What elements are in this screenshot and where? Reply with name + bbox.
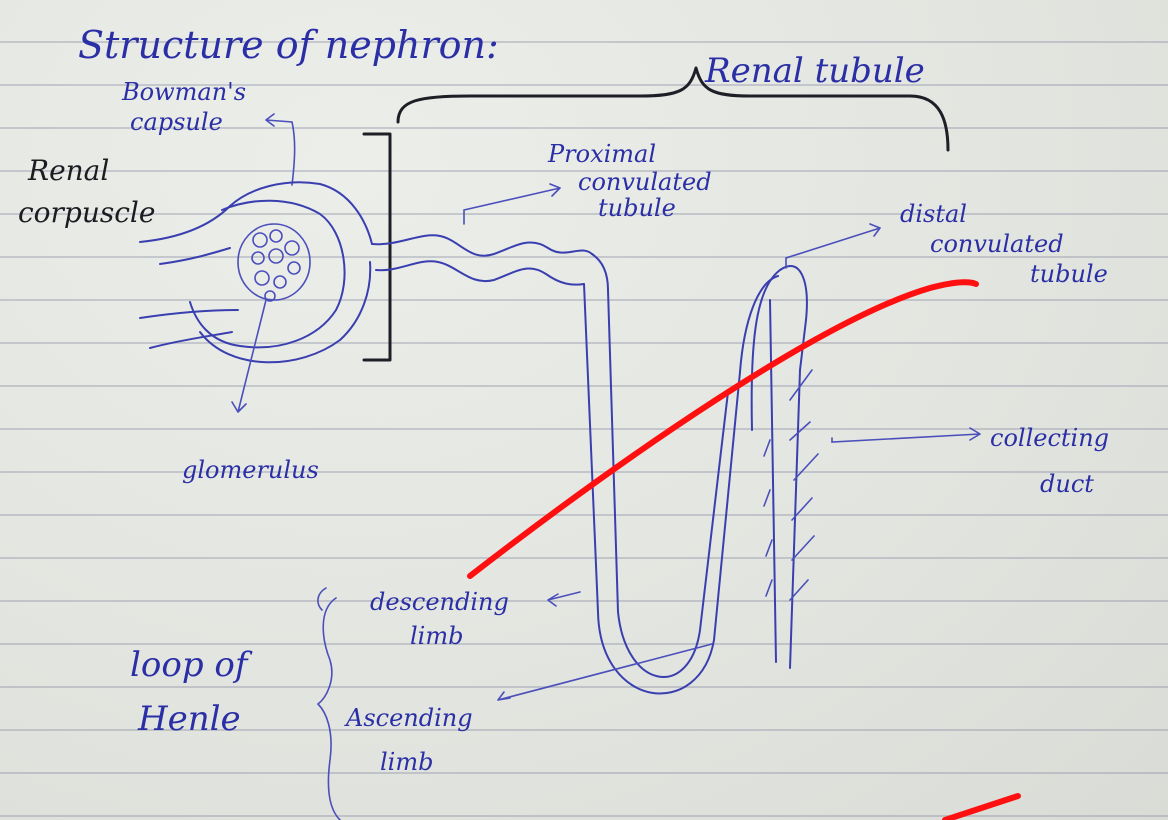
proximal-arrow — [464, 184, 560, 224]
glomerulus-label: glomerulus — [182, 456, 319, 484]
collecting-duct-arrow — [832, 428, 980, 442]
glomerulus-capillaries — [238, 224, 310, 301]
bowmans-capsule-label-1: Bowman's — [121, 78, 246, 106]
renal-tubule-label: Renal tubule — [704, 51, 925, 91]
proximal-label-2: convulated — [578, 168, 712, 196]
title-text: Structure of nephron: — [78, 23, 499, 67]
collecting-label-1: collecting — [990, 424, 1109, 452]
small-brace — [318, 588, 326, 610]
bowmans-capsule — [140, 182, 372, 362]
distal-label-2: convulated — [930, 230, 1064, 258]
proximal-label-3: tubule — [598, 194, 676, 222]
ascending-label-2: limb — [380, 748, 433, 776]
distal-label-3: tubule — [1030, 260, 1108, 288]
renal-corpuscle-label-1: Renal — [27, 154, 109, 187]
loop-label-2: Henle — [137, 699, 241, 739]
red-annotation-mark — [945, 796, 1018, 820]
bowmans-capsule-label-2: capsule — [130, 108, 223, 136]
descending-label-2: limb — [410, 622, 463, 650]
ascending-label-1: Ascending — [344, 704, 473, 732]
descending-label-1: descending — [370, 588, 509, 616]
descending-arrow — [548, 592, 580, 606]
distal-label-1: distal — [900, 200, 967, 228]
loop-label-1: loop of — [130, 645, 253, 685]
collecting-label-2: duct — [1040, 470, 1094, 498]
glomerulus-arrow — [232, 300, 266, 412]
loop-brace — [318, 598, 340, 820]
distal-arrow — [786, 224, 880, 268]
bowmans-capsule-arrow — [266, 114, 295, 185]
renal-corpuscle-label-2: corpuscle — [18, 196, 155, 229]
proximal-label-1: Proximal — [547, 140, 656, 168]
renal-corpuscle-bracket — [364, 134, 390, 360]
proximal-convoluted-tubule — [372, 235, 592, 284]
